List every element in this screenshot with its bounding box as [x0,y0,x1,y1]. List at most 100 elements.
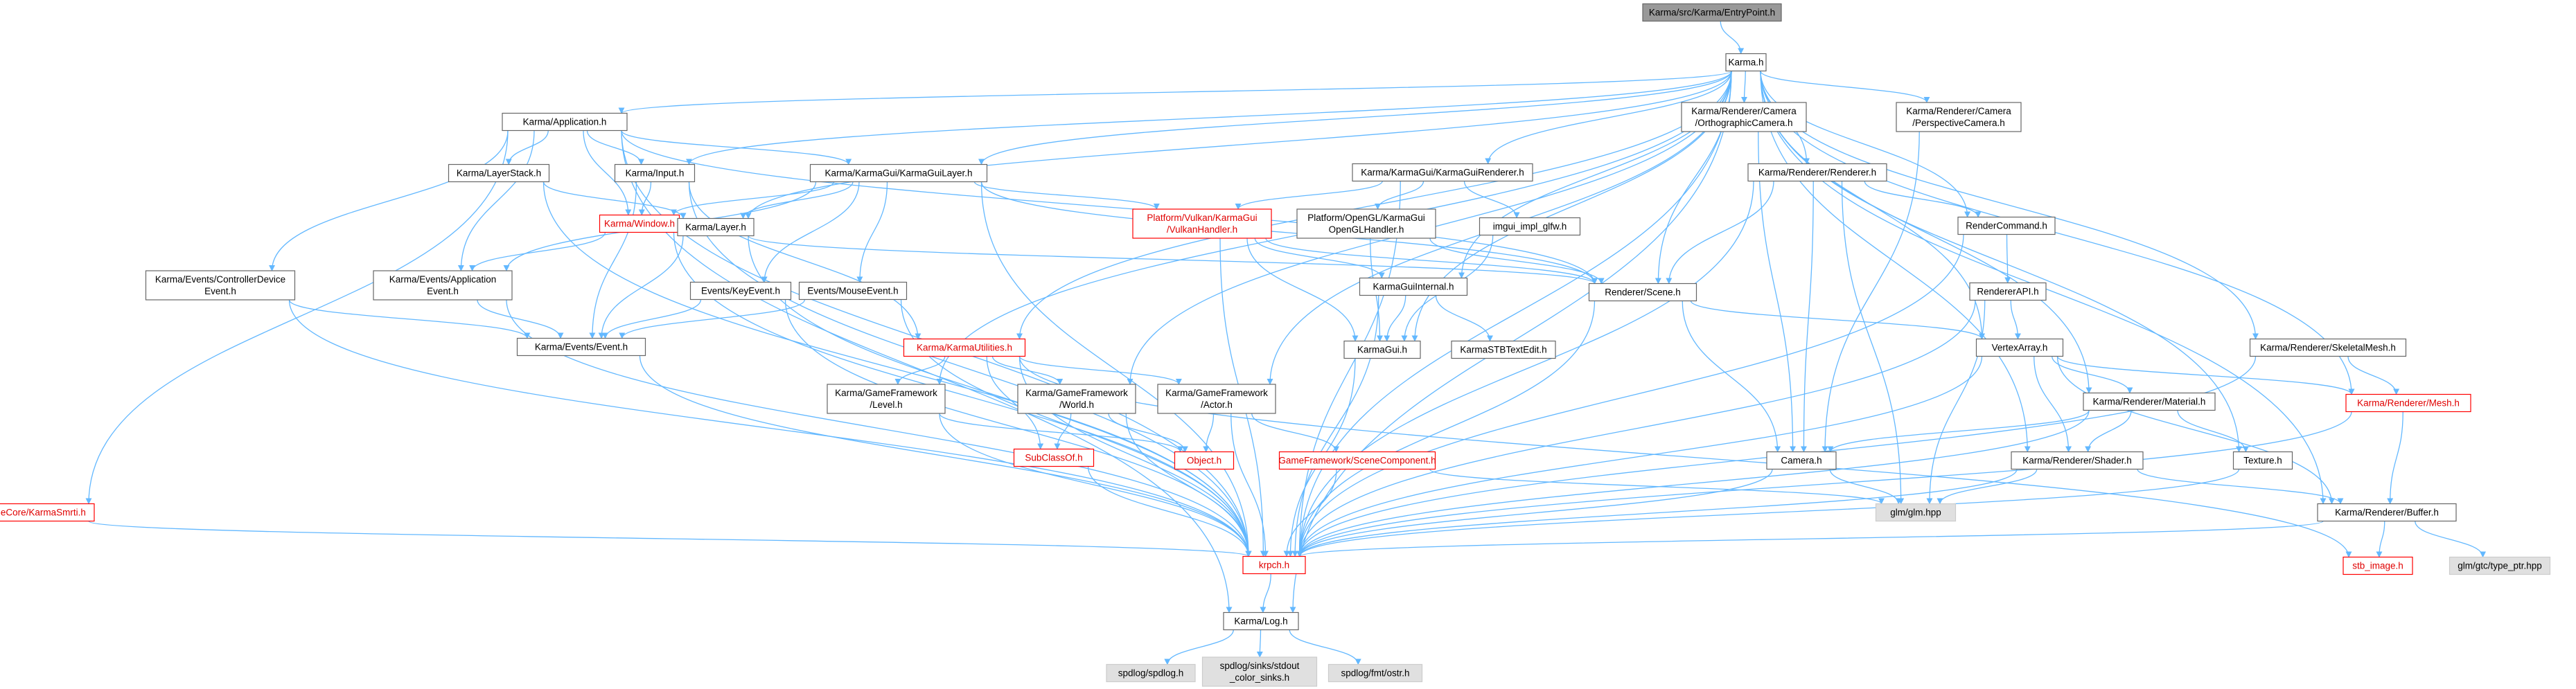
node-label: Texture.h [2243,456,2282,466]
node-label: Object.h [1187,456,1221,466]
node-label: SubClassOf.h [1025,453,1082,463]
node-window[interactable]: Karma/Window.h [599,214,680,233]
edge-vulkanGui-to-scene [1265,238,1598,285]
edge-karma-to-krpch [1296,71,1732,557]
node-label: Karma/GameFramework [835,388,937,398]
node-glmPtr: glm/gtc/type_ptr.hpp [2449,556,2551,575]
node-label: Karma/Events/ControllerDevice [155,274,285,285]
node-imguiGlfw[interactable]: imgui_impl_glfw.h [1479,217,1581,236]
node-label: krpch.h [1259,560,1289,571]
node-level[interactable]: Karma/GameFramework/Level.h [827,384,946,414]
node-label: Karma/Events/Event.h [535,342,628,352]
edge-guiRenderer-to-vulkanGui [1235,181,1383,210]
node-layer[interactable]: Karma/Layer.h [677,217,755,237]
node-box [1278,451,1436,470]
edge-event-to-krpch [639,355,1252,557]
node-guiInternal[interactable]: KarmaGuiInternal.h [1359,277,1468,296]
edge-app-to-layerStack [505,130,549,165]
node-mouseEvent[interactable]: Events/MouseEvent.h [798,281,908,301]
edge-app-to-scene [621,130,1598,285]
edge-buffer-to-krpch [1296,520,2324,557]
node-texture[interactable]: Texture.h [2232,451,2293,470]
edge-keyEvent-to-event [601,299,702,339]
edge-buffer-to-glmPtr [2415,521,2487,558]
node-guiLayer[interactable]: Karma/KarmaGui/KarmaGuiLayer.h [809,163,988,183]
node-box [903,338,1026,357]
node-vertexArray[interactable]: VertexArray.h [1975,338,2064,357]
edge-subclass-to-krpch [1087,466,1252,557]
node-label: Karma/Renderer/Renderer.h [1758,168,1876,178]
edge-guiInternal-to-krpch [1291,295,1379,557]
edge-actor-to-sceneComp [1251,413,1340,453]
node-camera[interactable]: Camera.h [1766,451,1837,470]
node-box [1017,384,1136,414]
node-label: KarmaSTBTextEdit.h [1460,345,1546,355]
node-shader[interactable]: Karma/Renderer/Shader.h [2011,451,2144,470]
node-box [2449,556,2551,575]
node-label: Karma/GameFramework [1025,388,1128,398]
node-skeletalMesh[interactable]: Karma/Renderer/SkeletalMesh.h [2249,338,2407,357]
node-krpch[interactable]: krpch.h [1242,555,1306,575]
edge-appEvent-to-event [477,299,564,339]
edge-guiInternal-to-stbTextEdit [1435,295,1494,342]
node-camPersp[interactable]: Karma/Renderer/Camera/PerspectiveCamera.… [1896,102,2022,132]
edge-rendererH-to-krpch [1296,181,1754,557]
edge-mesh-to-krpch [1296,411,2352,557]
node-object[interactable]: Object.h [1174,451,1235,470]
node-mesh[interactable]: Karma/Renderer/Mesh.h [2345,393,2471,413]
node-entry[interactable]: Karma/src/Karma/EntryPoint.h [1642,3,1782,22]
node-label: Karma/Renderer/Buffer.h [2335,508,2439,518]
node-stbTextEdit[interactable]: KarmaSTBTextEdit.h [1451,340,1556,359]
node-label: Core/TrueCore/KarmaSmrti.h [0,508,86,518]
edge-karma-to-guiLayer [978,71,1732,165]
node-utilities[interactable]: Karma/KarmaUtilities.h [903,338,1026,357]
node-input[interactable]: Karma/Input.h [614,163,696,183]
node-app[interactable]: Karma/Application.h [502,112,628,132]
node-box [1327,663,1423,683]
node-layerStack[interactable]: Karma/LayerStack.h [448,163,550,183]
node-renderCmd[interactable]: RenderCommand.h [1957,216,2056,235]
node-box [516,337,646,357]
node-box [1588,283,1697,302]
edge-shader-to-glm [1937,469,2038,505]
node-label: Karma/KarmaGui/KarmaGuiLayer.h [824,168,972,179]
node-box [798,281,908,301]
node-box [1157,384,1276,414]
node-box [448,163,550,183]
node-keyEvent[interactable]: Events/KeyEvent.h [689,281,792,301]
node-subclass[interactable]: SubClassOf.h [1013,448,1095,467]
edge-guiLayer-to-krpch [980,181,1252,557]
node-karmaGui[interactable]: KarmaGui.h [1343,340,1421,359]
node-buffer[interactable]: Karma/Renderer/Buffer.h [2317,503,2457,522]
node-camOrtho[interactable]: Karma/Renderer/Camera/OrthographicCamera… [1681,102,1807,132]
node-world[interactable]: Karma/GameFramework/World.h [1017,384,1136,414]
node-vulkanGui[interactable]: Platform/Vulkan/KarmaGui/VulkanHandler.h [1132,208,1272,239]
node-label: Events/MouseEvent.h [807,286,898,296]
node-scene[interactable]: Renderer/Scene.h [1588,283,1697,302]
edge-camera-to-krpch [1296,469,1773,557]
node-box [1296,208,1436,239]
node-sceneComp[interactable]: GameFramework/SceneComponent.h [1278,451,1436,470]
node-label: Karma.h [1728,57,1763,68]
node-event[interactable]: Karma/Events/Event.h [516,337,646,357]
node-material[interactable]: Karma/Renderer/Material.h [2083,392,2216,411]
edge-app-to-guiLayer [621,130,852,165]
node-log[interactable]: Karma/Log.h [1223,611,1299,631]
node-label: Karma/Renderer/Material.h [2093,397,2206,407]
edge-skeletalMesh-to-mesh [2347,356,2400,395]
node-rendererH[interactable]: Karma/Renderer/Renderer.h [1747,163,1887,182]
node-actor[interactable]: Karma/GameFramework/Actor.h [1157,384,1276,414]
node-box [373,270,513,301]
node-label: /World.h [1059,400,1094,410]
node-rendererAPI[interactable]: RendererAPI.h [1969,282,2047,301]
node-box [2343,556,2413,575]
node-smrti[interactable]: Core/TrueCore/KarmaSmrti.h [0,503,95,522]
node-karma[interactable]: Karma.h [1725,53,1767,72]
node-stbImage[interactable]: stb_image.h [2343,556,2413,575]
edge-utilities-to-world [991,356,1064,385]
node-guiRenderer[interactable]: Karma/KarmaGui/KarmaGuiRenderer.h [1352,163,1533,182]
node-label: Karma/Renderer/Mesh.h [2357,398,2460,409]
